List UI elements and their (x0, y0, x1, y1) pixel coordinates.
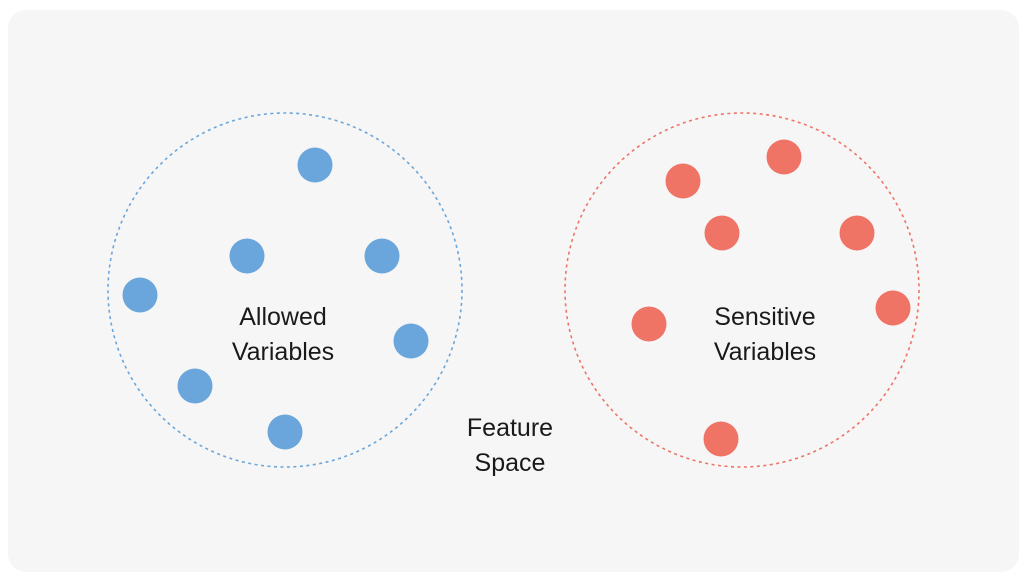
allowed-point (229, 238, 265, 274)
sensitive-point (665, 163, 701, 199)
allowed-point (122, 277, 158, 313)
allowed-point (364, 238, 400, 274)
sensitive-point (631, 306, 667, 342)
sensitive-boundary (564, 112, 920, 468)
allowed-label-line1: Allowed (239, 303, 327, 331)
sensitive-point (766, 139, 802, 175)
sensitive-point (839, 215, 875, 251)
allowed-label-line2: Variables (232, 338, 334, 366)
diagram-background (8, 10, 1019, 572)
sensitive-label-line1: Sensitive (714, 303, 815, 331)
allowed-point (267, 414, 303, 450)
allowed-boundary (107, 112, 463, 468)
sensitive-point (704, 215, 740, 251)
sensitive-label-line2: Variables (714, 338, 816, 366)
feature-space-label: Feature Space (467, 414, 553, 477)
sensitive-point (703, 421, 739, 457)
allowed-point (177, 368, 213, 404)
allowed-group: Allowed Variables (107, 112, 463, 468)
sensitive-point (875, 290, 911, 326)
allowed-point (297, 147, 333, 183)
feature-space-label-line2: Space (475, 449, 546, 477)
feature-space-label-line1: Feature (467, 414, 553, 442)
allowed-point (393, 323, 429, 359)
sensitive-group: Sensitive Variables (564, 112, 920, 468)
